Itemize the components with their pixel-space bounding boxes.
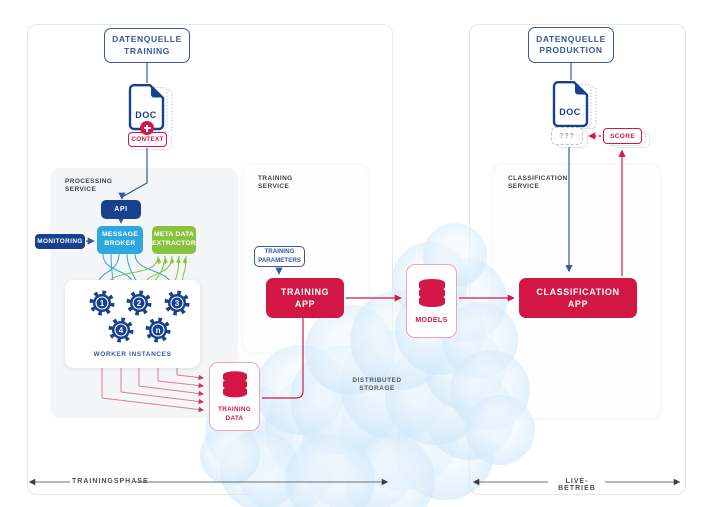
svg-text:3: 3 [175,299,180,308]
doc-production-icon: DOC [552,81,597,130]
gear-icon-3: 3 [164,290,190,316]
training-parameters-box: TRAINING PARAMETERS [254,246,305,267]
classification-service-label: CLASSIFICATION SERVICE [508,175,568,191]
svg-text:n: n [156,326,161,335]
api-box: API [101,200,141,219]
message-broker-box: MESSAGE BROKER [97,226,143,254]
monitoring-box: MONITORING [35,234,85,249]
plus-icon [140,121,154,135]
unknown-result-box: ??? [551,127,583,145]
training-service-label: TRAINING SERVICE [258,175,293,191]
models-label: MODELS [415,317,448,324]
distributed-storage-label: DISTRIBUTED STORAGE [352,377,402,393]
worker-gears: 1 2 3 4 n [89,290,190,343]
processing-service-label: PROCESSING SERVICE [65,178,113,194]
datasource-training-box: DATENQUELLE TRAINING [104,28,190,63]
models-box: MODELS [406,264,457,338]
gear-icon-4: 4 [108,317,134,343]
svg-text:4: 4 [119,326,124,335]
classification-app-box: CLASSIFICATION APP [519,278,637,318]
gear-icon-1: 1 [89,290,115,316]
svg-text:2: 2 [137,299,142,308]
gear-icon-2: 2 [126,290,152,316]
score-box: SCORE [603,128,642,144]
training-data-box: TRAINING DATA [209,362,260,431]
training-data-label: TRAINING DATA [218,406,251,422]
meta-data-extractor-box: META DATA EXTRACTOR [152,226,196,254]
svg-text:1: 1 [100,299,105,308]
database-icon-training-data [222,371,247,398]
gear-icon-n: n [145,317,171,343]
svg-text:DOC: DOC [559,107,581,117]
database-icon-models [418,279,445,307]
svg-text:DOC: DOC [135,110,157,120]
training-app-box: TRAINING APP [266,278,344,318]
datasource-production-box: DATENQUELLE PRODUKTION [528,27,614,63]
trainingsphase-label: TRAININGSPHASE [72,478,149,485]
live-betrieb-label: LIVE-BETRIEB [558,478,596,492]
